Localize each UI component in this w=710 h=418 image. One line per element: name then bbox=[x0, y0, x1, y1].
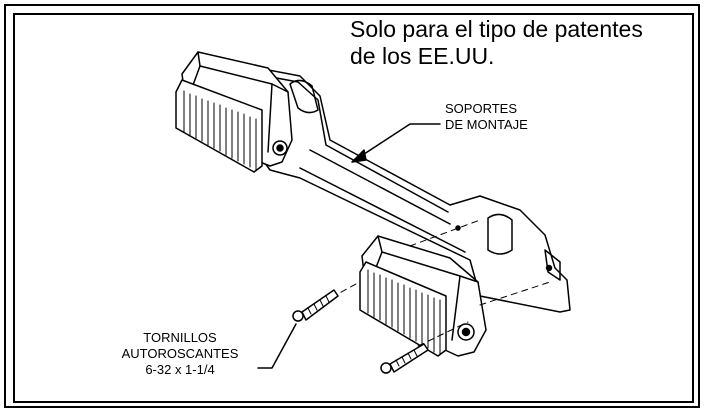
left-screw bbox=[292, 289, 339, 322]
right-screw bbox=[380, 343, 429, 374]
upper-light bbox=[175, 51, 293, 173]
soportes-leader bbox=[354, 123, 441, 161]
tornillos-leader bbox=[257, 323, 297, 369]
mounting-brackets-label: SOPORTES DE MONTAJE bbox=[445, 101, 528, 133]
note-line-1: Solo para el tipo de patentes bbox=[350, 16, 643, 42]
screws-label: TORNILLOS AUTOROSCANTES 6-32 x 1-1/4 bbox=[90, 330, 270, 378]
tornillos-line-2: AUTOROSCANTES bbox=[121, 346, 239, 361]
us-plates-note: Solo para el tipo de patentes de los EE.… bbox=[350, 16, 643, 70]
mounting-bracket bbox=[204, 57, 571, 313]
note-line-2: de los EE.UU. bbox=[350, 43, 495, 69]
tornillos-line-3: 6-32 x 1-1/4 bbox=[145, 362, 215, 377]
inner-frame bbox=[13, 13, 694, 403]
soportes-line-2: DE MONTAJE bbox=[445, 117, 528, 132]
upper-lens-ribs bbox=[183, 90, 257, 171]
soportes-arrowhead bbox=[351, 149, 367, 163]
outer-frame bbox=[4, 4, 700, 408]
lower-lens-ribs bbox=[367, 269, 441, 355]
lower-light bbox=[359, 235, 487, 357]
soportes-line-1: SOPORTES bbox=[445, 101, 518, 116]
tornillos-line-1: TORNILLOS bbox=[143, 330, 217, 345]
